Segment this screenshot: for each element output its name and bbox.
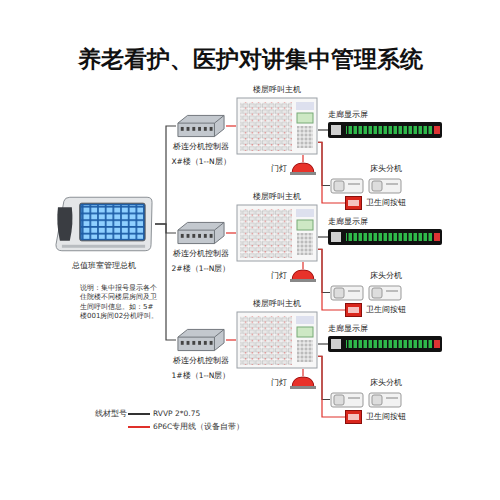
door-lamp: 门灯	[290, 162, 316, 175]
device-label: 楼层呼叫主机	[253, 86, 301, 95]
wire-connector	[155, 224, 176, 340]
wire-connector	[226, 339, 236, 340]
device-label: 门灯	[271, 164, 287, 173]
device-label: X#楼（1--N层）	[171, 158, 230, 167]
wire-connector	[226, 125, 236, 126]
device-illustration	[176, 220, 226, 246]
device-illustration	[328, 122, 442, 138]
wire-connector	[302, 262, 303, 269]
bridge-controller: 桥连分机控制器1#楼（1--N层）	[176, 327, 226, 353]
device-label: 床头分机	[370, 379, 402, 388]
wire-connector	[318, 236, 328, 237]
device-illustration	[330, 283, 402, 302]
device-illustration	[330, 390, 402, 409]
device-illustration	[345, 410, 362, 424]
door-lamp: 门灯	[290, 269, 316, 282]
device-illustration	[328, 229, 442, 245]
legend-text: RVVP 2*0.75	[153, 409, 200, 418]
device-illustration	[236, 97, 318, 155]
device-label: 床头分机	[370, 272, 402, 281]
device-label: 1#楼（1--N层）	[172, 372, 231, 381]
bridge-controller: 桥连分机控制器X#楼（1--N层）	[176, 113, 226, 139]
corridor-display: 走廊显示屏	[328, 336, 442, 352]
wire-connector	[318, 343, 328, 344]
device-label: 桥连分机控制器	[173, 143, 229, 152]
wire-connector	[318, 356, 345, 417]
legend: RVVP 2*0.75 6P6C专用线（设备自带）	[128, 407, 244, 433]
device-label: 门灯	[271, 271, 287, 280]
legend-heading: 线材型号	[95, 407, 127, 420]
door-lamp: 门灯	[290, 376, 316, 389]
legend-swatch	[128, 426, 150, 428]
floor-host: 楼层呼叫主机	[236, 97, 318, 155]
bedside-unit: 床头分机	[330, 283, 402, 302]
toilet-button: 卫生间按钮	[345, 303, 362, 317]
device-label: 总值班室管理总机	[72, 261, 136, 270]
floor-host: 楼层呼叫主机	[236, 204, 318, 262]
wire-connector	[226, 232, 236, 233]
device-illustration	[345, 303, 362, 317]
device-label: 走廊显示屏	[328, 111, 368, 120]
legend-text: 6P6C专用线（设备自带）	[153, 422, 244, 431]
device-label: 卫生间按钮	[366, 306, 406, 315]
device-label: 2#楼（1--N层）	[172, 265, 231, 274]
device-illustration	[345, 196, 362, 210]
note-text: 说明：集中报号显示各个住院楼不同楼层房间及卫生间呼叫信息。如：5#楼001房间0…	[80, 284, 160, 322]
device-label: 走廊显示屏	[328, 218, 368, 227]
device-label: 桥连分机控制器	[173, 357, 229, 366]
floor-host: 楼层呼叫主机	[236, 311, 318, 369]
corridor-display: 走廊显示屏	[328, 122, 442, 138]
console-unit: 总值班室管理总机	[52, 193, 155, 255]
legend-row: 6P6C专用线（设备自带）	[128, 420, 244, 433]
device-illustration	[290, 269, 316, 282]
device-label: 门灯	[271, 378, 287, 387]
wire-connector	[318, 142, 345, 203]
device-label: 楼层呼叫主机	[253, 193, 301, 202]
device-illustration	[176, 113, 226, 139]
wire-connector	[318, 129, 328, 130]
wire-connector	[302, 155, 303, 162]
device-illustration	[236, 204, 318, 262]
wire-connector	[318, 249, 330, 292]
wire-connector	[302, 369, 303, 376]
corridor-display: 走廊显示屏	[328, 229, 442, 245]
device-illustration	[236, 311, 318, 369]
bedside-unit: 床头分机	[330, 176, 402, 195]
diagram-title: 养老看护、医护对讲集中管理系统	[0, 44, 500, 75]
device-label: 走廊显示屏	[328, 325, 368, 334]
device-label: 桥连分机控制器	[173, 250, 229, 259]
toilet-button: 卫生间按钮	[345, 196, 362, 210]
device-illustration	[290, 376, 316, 389]
wire-connector	[318, 356, 330, 399]
device-illustration	[330, 176, 402, 195]
wire-connector	[318, 249, 345, 310]
wire-connector	[318, 142, 330, 185]
device-label: 卫生间按钮	[366, 199, 406, 208]
device-label: 卫生间按钮	[366, 413, 406, 422]
bedside-unit: 床头分机	[330, 390, 402, 409]
device-illustration	[52, 193, 155, 255]
device-illustration	[290, 162, 316, 175]
legend-swatch	[128, 413, 150, 415]
toilet-button: 卫生间按钮	[345, 410, 362, 424]
device-label: 楼层呼叫主机	[253, 300, 301, 309]
device-label: 床头分机	[370, 165, 402, 174]
device-illustration	[328, 336, 442, 352]
bridge-controller: 桥连分机控制器2#楼（1--N层）	[176, 220, 226, 246]
device-illustration	[176, 327, 226, 353]
legend-row: RVVP 2*0.75	[128, 407, 244, 420]
wire-connector	[155, 126, 176, 224]
